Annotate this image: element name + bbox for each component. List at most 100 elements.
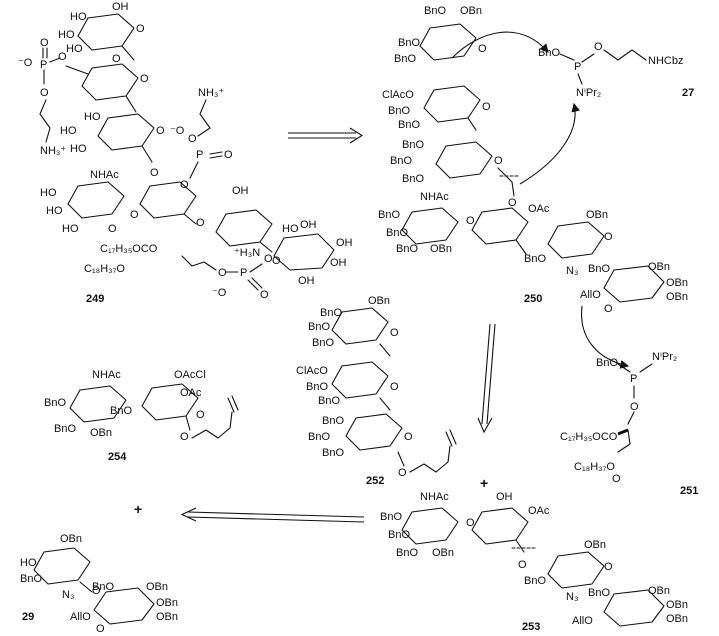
curved-arrow-1 <box>451 31 549 59</box>
lipid-c17-label: C₁₇H₃₅OCO <box>560 431 618 443</box>
bno-label: BnO <box>588 263 610 275</box>
compound-252-structure: BnO OBn BnO BnO O ClAcO BnO BnO O BnO Bn… <box>296 295 457 479</box>
curved-arrow-2 <box>519 102 581 185</box>
bno-label: BnO <box>306 381 328 393</box>
o-label: O <box>604 561 613 573</box>
compound-249-structure: HO OH HO O HO O O ⁻O P O O O NH₃⁺ HO HO … <box>18 1 353 301</box>
bno-label: BnO <box>322 415 344 427</box>
o-label: O <box>224 149 233 161</box>
obn-label: OBn <box>666 599 688 611</box>
compound-253-label: 253 <box>522 621 540 633</box>
compound-253-structure: OH OAc O O NHAc BnO BnO BnO OBn OBn BnO … <box>380 491 688 627</box>
o-label: O <box>398 467 407 479</box>
allo-label: AllO <box>580 289 601 301</box>
obn-label: OBn <box>648 261 670 273</box>
o-label: O <box>140 73 149 85</box>
oac-label: OAc <box>180 387 202 399</box>
clac-label: ClAcO <box>382 89 414 101</box>
oh-label: HO <box>58 29 75 41</box>
bno-label: BnO <box>308 321 330 333</box>
obn-label: OBn <box>666 291 688 303</box>
o-label: O <box>466 215 475 227</box>
compound-254-label: 254 <box>108 451 127 463</box>
p-label: P <box>40 59 47 71</box>
o-label: O <box>196 217 205 229</box>
compound-249-label: 249 <box>86 293 104 305</box>
bno-label: BnO <box>588 587 610 599</box>
bno-label: BnO <box>396 243 418 255</box>
p-label: P <box>630 373 637 385</box>
bno-label: BnO <box>390 155 412 167</box>
oh-label: OH <box>336 237 353 249</box>
o-label: O <box>40 87 49 99</box>
nipr2-label: NⁱPr₂ <box>652 351 677 363</box>
bno-label: BnO <box>312 337 334 349</box>
o-label: O <box>108 223 117 235</box>
bno-label: BnO <box>402 139 424 151</box>
obn-label: OBn <box>648 585 670 597</box>
bno-label: BnO <box>424 5 446 17</box>
bno-label: BnO <box>110 405 132 417</box>
o-label: O <box>630 401 639 413</box>
compound-250-structure: BnO OBn BnO BnO O ClAcO BnO BnO O BnO Bn… <box>378 5 688 315</box>
oh-label: HO <box>84 111 101 123</box>
nipr2-label: NⁱPr₂ <box>576 87 601 99</box>
o-label: O <box>390 327 399 339</box>
o-label: O <box>218 267 227 279</box>
obn-label: OBn <box>460 5 482 17</box>
o-label: O <box>40 37 49 49</box>
bno-label: BnO <box>380 511 402 523</box>
n3-label: N₃ <box>566 591 578 603</box>
o-minus-label: ⁻O <box>170 125 185 137</box>
compound-29-label: 29 <box>22 611 34 623</box>
obn-label: OBn <box>146 581 168 593</box>
o-label: O <box>196 409 205 421</box>
bno-label: BnO <box>386 227 408 239</box>
p-label: P <box>574 61 581 73</box>
obn-label: OBn <box>90 427 112 439</box>
compound-27-label: 27 <box>682 87 694 99</box>
oh-label: OH <box>112 1 129 13</box>
clac-label: ClAcO <box>296 365 328 377</box>
bno-label: BnO <box>402 173 424 185</box>
bno-label: BnO <box>538 47 560 59</box>
bno-label: BnO <box>524 575 546 587</box>
compound-254-structure: OAcCl OAc O O NHAc BnO BnO BnO OBn <box>44 369 239 443</box>
ho-label: HO <box>20 557 37 569</box>
o-label: O <box>272 255 281 267</box>
o-label: O <box>92 585 101 597</box>
oh-label: HO <box>66 43 83 55</box>
obn-label: OBn <box>156 597 178 609</box>
bno-label: BnO <box>398 37 420 49</box>
oh-label: HO <box>40 187 57 199</box>
bno-label: BnO <box>20 573 42 585</box>
o-label: O <box>264 253 273 265</box>
nhac-label: NHAc <box>90 169 119 181</box>
n3-label: N₃ <box>566 265 578 277</box>
o-label: O <box>612 473 621 485</box>
compound-251-structure: BnO P NⁱPr₂ O C₁₇H₃₅OCO C₁₈H₃₇O O <box>560 351 677 485</box>
obn-label: OBn <box>430 243 452 255</box>
oh-label: HO <box>282 223 299 235</box>
o-label: O <box>156 125 165 137</box>
bno-label: BnO <box>388 529 410 541</box>
nh3-label: NH₃⁺ <box>40 145 66 157</box>
bno-label: BnO <box>92 581 114 593</box>
obn-label: OBn <box>586 209 608 221</box>
obn-label: OBn <box>368 295 390 307</box>
bno-label: BnO <box>596 357 618 369</box>
o-label: O <box>508 197 517 209</box>
lipid-c18-label: C₁₈H₃₇O <box>574 461 615 473</box>
o-label: O <box>404 431 413 443</box>
obn-label: OBn <box>60 533 82 545</box>
oacl-label: OAcCl <box>174 369 206 381</box>
o-label: O <box>180 431 189 443</box>
compound-250-label: 250 <box>524 293 542 305</box>
bno-label: BnO <box>308 431 330 443</box>
oh-label: OH <box>496 491 513 503</box>
o-label: O <box>130 209 139 221</box>
oh-label: HO <box>46 205 63 217</box>
obn-label: OBn <box>666 277 688 289</box>
o-label: O <box>604 231 613 243</box>
